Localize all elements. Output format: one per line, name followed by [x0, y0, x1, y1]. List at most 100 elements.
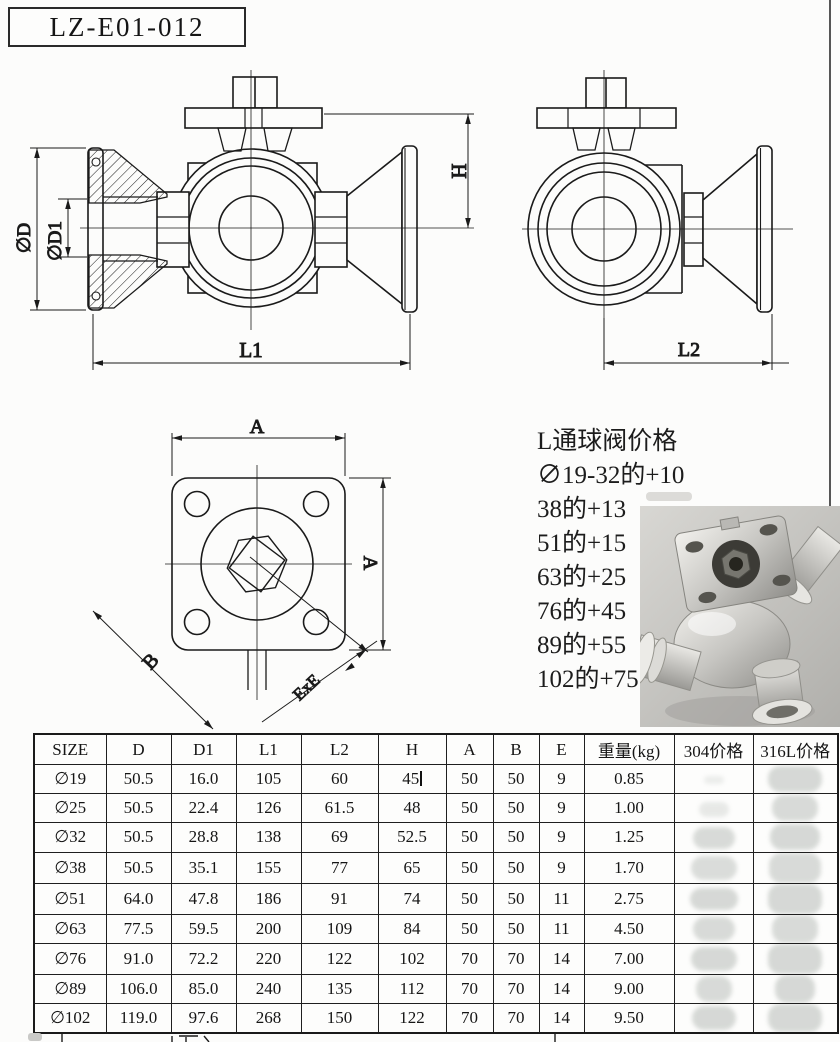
- redacted-price-cell: [752, 913, 839, 944]
- column-header: 重量(kg): [583, 733, 675, 765]
- blurred-price: [703, 776, 724, 785]
- front-centerlines: [80, 70, 474, 330]
- dim-label-l2: L2: [678, 339, 700, 361]
- front-right-ferrule: [346, 145, 418, 313]
- dim-label-a-top: A: [250, 416, 265, 438]
- column-header: A: [445, 733, 494, 765]
- table-cell: 150: [300, 1002, 379, 1034]
- table-cell: 77: [300, 851, 379, 884]
- blurred-price: [690, 946, 737, 971]
- table-cell: 112: [377, 973, 447, 1004]
- table-cell: 70: [445, 1002, 494, 1034]
- table-cell: ∅76: [33, 942, 107, 975]
- table-cell: 9.50: [583, 1002, 675, 1034]
- blurred-price: [769, 853, 822, 883]
- redacted-price-cell: [752, 973, 839, 1004]
- blurred-price: [698, 801, 729, 817]
- table-cell: 28.8: [170, 822, 237, 853]
- blurred-price: [770, 824, 821, 851]
- dim-label-diameter-d1: ∅D1: [45, 221, 66, 261]
- price-note: L通球阀价格 ∅19-32的+10 38的+13 51的+15 63的+25 7…: [537, 425, 827, 697]
- table-cell: 50: [492, 851, 540, 884]
- table-cell: 70: [492, 942, 540, 975]
- table-cell: 35.1: [170, 851, 237, 884]
- redacted-price-cell: [673, 882, 754, 915]
- blurred-price: [692, 826, 735, 849]
- dim-label-l1: L1: [239, 338, 262, 362]
- table-cell: 119.0: [105, 1002, 172, 1034]
- front-right-nut: [314, 191, 348, 268]
- blurred-price: [768, 884, 823, 914]
- price-note-line: 76的+45: [537, 598, 627, 625]
- table-cell: ∅63: [33, 913, 107, 944]
- table-cell: 45: [377, 763, 447, 795]
- table-cell: 200: [235, 913, 302, 944]
- redacted-price-cell: [752, 942, 839, 975]
- table-cell: 9.00: [583, 973, 675, 1004]
- table-cell: 48: [377, 793, 447, 824]
- table-cell: 64.0: [105, 882, 172, 915]
- column-header: B: [492, 733, 540, 765]
- table-cell: 0.85: [583, 763, 675, 795]
- table-cell: 14: [538, 942, 585, 975]
- table-cell: 69: [300, 822, 379, 853]
- table-cell: 50: [445, 793, 494, 824]
- redacted-price-cell: [673, 913, 754, 944]
- table-cell: 50: [445, 913, 494, 944]
- price-note-line: 102的+75: [537, 666, 639, 693]
- table-cell: 50: [445, 851, 494, 884]
- table-cell: 1.00: [583, 793, 675, 824]
- side-view-drawing: [522, 70, 793, 318]
- table-cell: 65: [377, 851, 447, 884]
- table-cell: 126: [235, 793, 302, 824]
- table-cell: 50.5: [105, 851, 172, 884]
- table-cell: 105: [235, 763, 302, 795]
- drawing-number-title: LZ-E01-012: [8, 7, 246, 47]
- table-cell: 61.5: [300, 793, 379, 824]
- column-header: SIZE: [33, 733, 107, 765]
- price-note-line: 38的+13: [537, 496, 627, 523]
- blurred-price: [772, 915, 819, 943]
- product-photo: [640, 506, 840, 727]
- front-left-ferrule: [87, 147, 168, 311]
- photo-smudge: [646, 492, 692, 501]
- table-cell: 72.2: [170, 942, 237, 975]
- side-view-dimensions: L2: [603, 314, 789, 370]
- front-view-drawing: [80, 70, 474, 330]
- table-cell: ∅32: [33, 822, 107, 853]
- table-cell: 135: [300, 973, 379, 1004]
- table-cell: ∅25: [33, 793, 107, 824]
- table-cell: 9: [538, 763, 585, 795]
- table-cell: 14: [538, 1002, 585, 1034]
- table-cell: 77.5: [105, 913, 172, 944]
- table-cell: 70: [492, 1002, 540, 1034]
- price-note-line: 63的+25: [537, 564, 627, 591]
- table-cell: 11: [538, 913, 585, 944]
- column-header: L1: [235, 733, 302, 765]
- table-cell: 85.0: [170, 973, 237, 1004]
- table-cell: ∅38: [33, 851, 107, 884]
- redacted-price-cell: [673, 851, 754, 884]
- table-cell: 14: [538, 973, 585, 1004]
- table-cell: 50.5: [105, 763, 172, 795]
- table-cell: 84: [377, 913, 447, 944]
- table-cell: 50: [445, 763, 494, 795]
- table-cell: 52.5: [377, 822, 447, 853]
- redacted-price-cell: [752, 822, 839, 853]
- table-cell: 70: [445, 942, 494, 975]
- table-cell: 74: [377, 882, 447, 915]
- front-left-nut: [156, 191, 190, 268]
- redacted-price-cell: [673, 973, 754, 1004]
- table-cell: 268: [235, 1002, 302, 1034]
- redacted-price-cell: [752, 882, 839, 915]
- table-cell: 50: [445, 882, 494, 915]
- table-cell: 50.5: [105, 822, 172, 853]
- table-cell: 7.00: [583, 942, 675, 975]
- table-cell: ∅89: [33, 973, 107, 1004]
- table-cell: 122: [300, 942, 379, 975]
